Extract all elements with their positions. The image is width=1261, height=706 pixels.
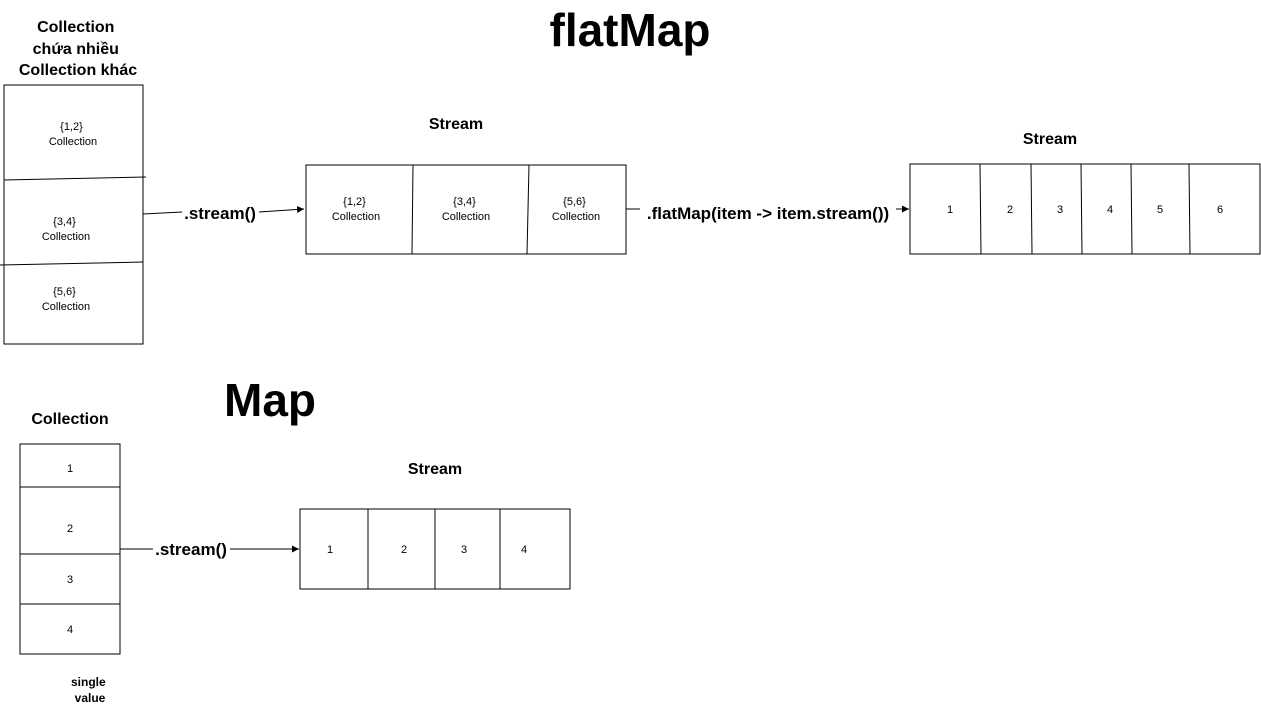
stream1-cell-1: {1,2} Collection bbox=[332, 196, 380, 223]
stream2-cell-5: 5 bbox=[1157, 204, 1163, 216]
stream2-cell-6: 6 bbox=[1217, 204, 1223, 216]
map-source-collection: 1 2 3 4 bbox=[19, 443, 121, 655]
source-cell-1: {1,2} Collection bbox=[49, 121, 97, 148]
stream2-cell-1: 1 bbox=[947, 204, 953, 216]
flatmap-op: .flatMap(item -> item.stream()) bbox=[647, 204, 889, 223]
stream2-cell-4: 4 bbox=[1107, 204, 1113, 216]
flatmap-source-collection: {1,2} Collection {3,4} Collection {5,6} … bbox=[0, 84, 147, 345]
map-stream-cell-2: 2 bbox=[401, 544, 407, 556]
flatmap-stream-arrow: .stream() bbox=[142, 204, 305, 223]
map-source-cell-1: 1 bbox=[67, 463, 73, 475]
map-stream-cell-3: 3 bbox=[461, 544, 467, 556]
flatmap-stream-op: .stream() bbox=[184, 204, 256, 223]
flatmap-stream2-label: Stream bbox=[1023, 131, 1077, 148]
flatmap-title: flatMap bbox=[550, 4, 711, 56]
stream2-cell-2: 2 bbox=[1007, 204, 1013, 216]
flatmap-stream1: {1,2} Collection {3,4} Collection {5,6} … bbox=[305, 164, 627, 255]
stream2-cell-3: 3 bbox=[1057, 204, 1063, 216]
map-stream-cell-4: 4 bbox=[521, 544, 527, 556]
map-source-label: Collection bbox=[31, 411, 108, 428]
map-note: single value bbox=[71, 675, 109, 705]
flatmap-stream1-label: Stream bbox=[429, 116, 483, 133]
map-stream-op: .stream() bbox=[155, 540, 227, 559]
stream1-cell-3: {5,6} Collection bbox=[552, 196, 600, 223]
stream1-cell-2: {3,4} Collection bbox=[442, 196, 490, 223]
map-stream-label: Stream bbox=[408, 461, 462, 478]
map-source-cell-2: 2 bbox=[67, 523, 73, 535]
map-source-cell-3: 3 bbox=[67, 574, 73, 586]
source-cell-2: {3,4} Collection bbox=[42, 216, 90, 243]
map-stream-cell-1: 1 bbox=[327, 544, 333, 556]
flatmap-source-label: Collection chứa nhiều Collection khác bbox=[19, 19, 137, 79]
flatmap-stream2: 1 2 3 4 5 6 bbox=[909, 163, 1261, 255]
map-stream: 1 2 3 4 bbox=[299, 508, 571, 590]
map-title: Map bbox=[224, 374, 316, 426]
map-source-cell-4: 4 bbox=[67, 624, 73, 636]
flatmap-op-arrow: .flatMap(item -> item.stream()) bbox=[626, 204, 909, 223]
map-stream-arrow: .stream() bbox=[120, 540, 299, 559]
source-cell-3: {5,6} Collection bbox=[42, 286, 90, 313]
